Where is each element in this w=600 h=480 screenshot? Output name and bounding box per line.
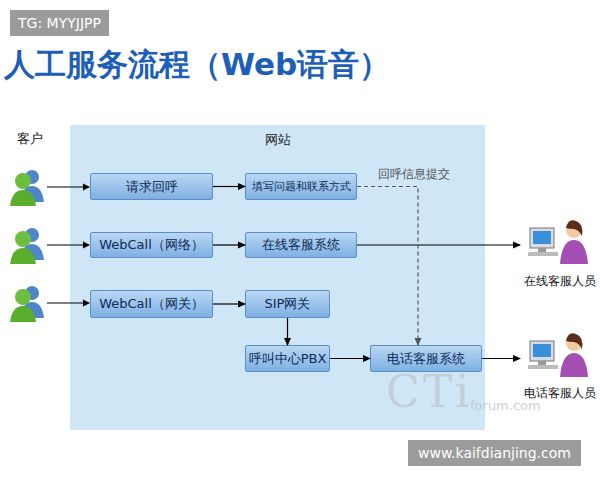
group-label: 客户 xyxy=(17,130,43,148)
box-text: 呼叫中心PBX xyxy=(249,350,327,368)
box-text: SIP网关 xyxy=(265,295,311,313)
box-text: WebCall（网络） xyxy=(99,236,204,254)
process-box: WebCall（网络） xyxy=(90,232,213,258)
process-box: WebCall（网关） xyxy=(90,290,213,318)
watermark-logo: CTi xyxy=(386,366,472,417)
box-text: 请求回呼 xyxy=(126,178,178,196)
watermark-url: www.kaifdianjing.com xyxy=(408,440,581,466)
flow-arrow xyxy=(213,303,245,304)
process-box: SIP网关 xyxy=(245,290,330,318)
process-box: 填写问题和联系方式 xyxy=(245,173,357,200)
flow-arrow xyxy=(213,244,245,245)
band-heading: 网站 xyxy=(70,131,485,149)
flow-arrow xyxy=(482,358,520,359)
box-text: WebCall（网关） xyxy=(99,295,204,313)
agent-icon xyxy=(528,220,588,264)
box-text: 在线客服系统 xyxy=(262,236,340,254)
customer-icon xyxy=(10,228,44,264)
watermark-logo: forum.com xyxy=(470,398,541,413)
flow-arrow xyxy=(357,244,520,245)
agent-node: 电话客服人员 xyxy=(520,330,600,402)
diagram-title: 人工服务流程（Web语音） xyxy=(4,44,390,86)
watermark-tag: TG: MYYJJPP xyxy=(10,10,109,36)
process-box: 在线客服系统 xyxy=(245,232,357,258)
process-box: 请求回呼 xyxy=(90,173,213,200)
agent-icon xyxy=(528,333,588,377)
customer-icon xyxy=(10,170,44,206)
agent-label: 在线客服人员 xyxy=(520,273,600,290)
flow-arrow xyxy=(213,186,245,187)
box-text: 电话客服系统 xyxy=(387,350,465,368)
agent-node: 在线客服人员 xyxy=(520,218,600,290)
edge-label: 回呼信息提交 xyxy=(378,166,450,183)
flow-arrow xyxy=(287,318,288,345)
box-text: 填写问题和联系方式 xyxy=(252,179,351,194)
customer-icon xyxy=(10,286,44,322)
process-box: 呼叫中心PBX xyxy=(245,345,330,372)
flow-arrow xyxy=(330,358,370,359)
